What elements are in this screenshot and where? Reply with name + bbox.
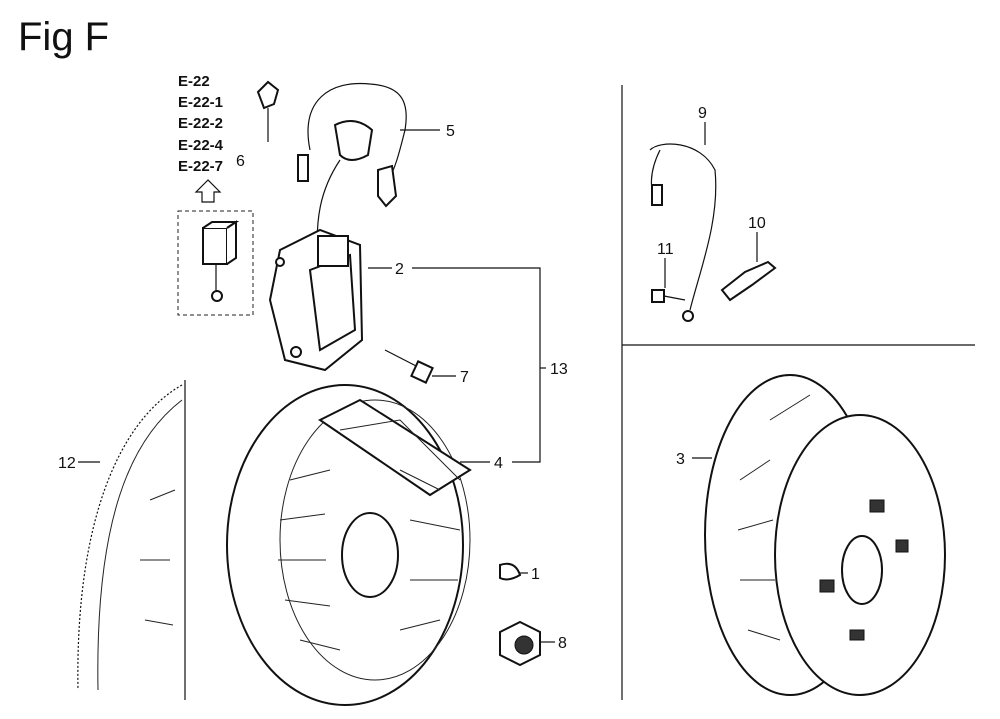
reference-e22: E-22 bbox=[178, 73, 210, 90]
callout-6: 6 bbox=[236, 153, 245, 170]
part-1-key bbox=[499, 562, 522, 581]
part-10-clip bbox=[720, 260, 777, 302]
reference-e22-4: E-22-4 bbox=[178, 137, 224, 154]
callout-8: 8 bbox=[558, 635, 567, 652]
part-4-flywheel bbox=[226, 384, 472, 706]
callout-4: 4 bbox=[494, 455, 503, 472]
reference-e22-2: E-22-2 bbox=[178, 115, 223, 132]
callout-9: 9 bbox=[698, 105, 707, 122]
callout-2: 2 bbox=[395, 261, 404, 278]
callout-11: 11 bbox=[657, 241, 674, 258]
part-2-ignition-coil bbox=[268, 228, 364, 372]
callout-3: 3 bbox=[676, 451, 685, 468]
callout-10: 10 bbox=[748, 215, 766, 232]
part-11-screw bbox=[651, 289, 686, 303]
callout-13: 13 bbox=[550, 361, 568, 378]
part-9-wire-harness bbox=[649, 143, 717, 322]
reference-e22-7: E-22-7 bbox=[178, 158, 223, 175]
part-6-terminal bbox=[256, 80, 280, 142]
part-8-nut bbox=[499, 620, 541, 667]
ignition-module-variant bbox=[202, 220, 240, 302]
figure-title: Fig F bbox=[18, 15, 109, 59]
callout-1: 1 bbox=[531, 566, 540, 583]
part-5-plug-cap bbox=[297, 82, 407, 261]
part-12-ring-gear bbox=[77, 384, 183, 691]
callout-bracket-13 bbox=[412, 267, 541, 463]
part-3-flywheel-assembly bbox=[704, 374, 946, 696]
arrow-up-icon bbox=[194, 179, 222, 203]
reference-list: E-22 E-22-1 E-22-2 E-22-4 E-22-7 bbox=[178, 73, 224, 175]
callout-5: 5 bbox=[446, 123, 455, 140]
part-7-bolt bbox=[384, 349, 434, 384]
reference-e22-1: E-22-1 bbox=[178, 94, 223, 111]
ignition-module-variant-box bbox=[177, 210, 254, 316]
callout-12: 12 bbox=[58, 455, 76, 472]
callout-7: 7 bbox=[460, 369, 469, 386]
